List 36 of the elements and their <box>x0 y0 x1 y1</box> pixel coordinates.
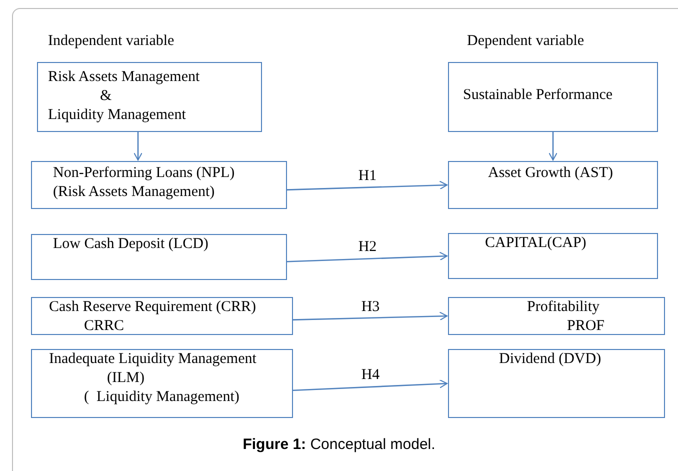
box-text: PROF <box>566 317 606 336</box>
arrow <box>286 252 448 262</box>
box-text: (Risk Assets Management) <box>52 183 216 202</box>
box-text: Low Cash Deposit (LCD) <box>52 235 210 254</box>
variable-box <box>31 234 287 280</box>
variable-box <box>448 161 658 209</box>
variable-box <box>448 62 658 132</box>
box-text: Non-Performing Loans (NPL) <box>52 164 236 183</box>
box-text: (ILM) <box>106 369 146 388</box>
box-text: Dividend (DVD) <box>498 350 602 369</box>
box-text: Profitability <box>526 298 600 317</box>
variable-box <box>448 297 665 335</box>
arrow <box>548 132 558 161</box>
variable-box <box>37 62 262 132</box>
arrow <box>292 379 448 392</box>
box-text: Inadequate Liquidity Management <box>48 350 258 369</box>
variable-box <box>31 297 293 335</box>
box-text: CAPITAL(CAP) <box>484 234 588 253</box>
arrow <box>133 132 143 161</box>
variable-box <box>31 349 293 418</box>
box-text: ( Liquidity Management) <box>83 388 240 407</box>
figure-caption: Figure 1: Conceptual model. <box>242 435 436 455</box>
box-text: CRRC <box>83 317 126 336</box>
box-text: Asset Growth (AST) <box>487 164 614 183</box>
variable-box <box>31 161 287 209</box>
arrow <box>286 180 448 190</box>
box-text: Cash Reserve Requirement (CRR) <box>48 298 258 317</box>
box-text: Sustainable Performance <box>462 86 614 105</box>
column-heading: Independent variable <box>48 32 174 50</box>
column-heading: Dependent variable <box>467 32 584 50</box>
box-text: & <box>99 87 113 106</box>
box-text: Liquidity Management <box>47 106 187 125</box>
arrow <box>292 312 448 321</box>
box-text: Risk Assets Management <box>47 68 201 87</box>
variable-box <box>448 233 658 279</box>
variable-box <box>448 349 665 418</box>
